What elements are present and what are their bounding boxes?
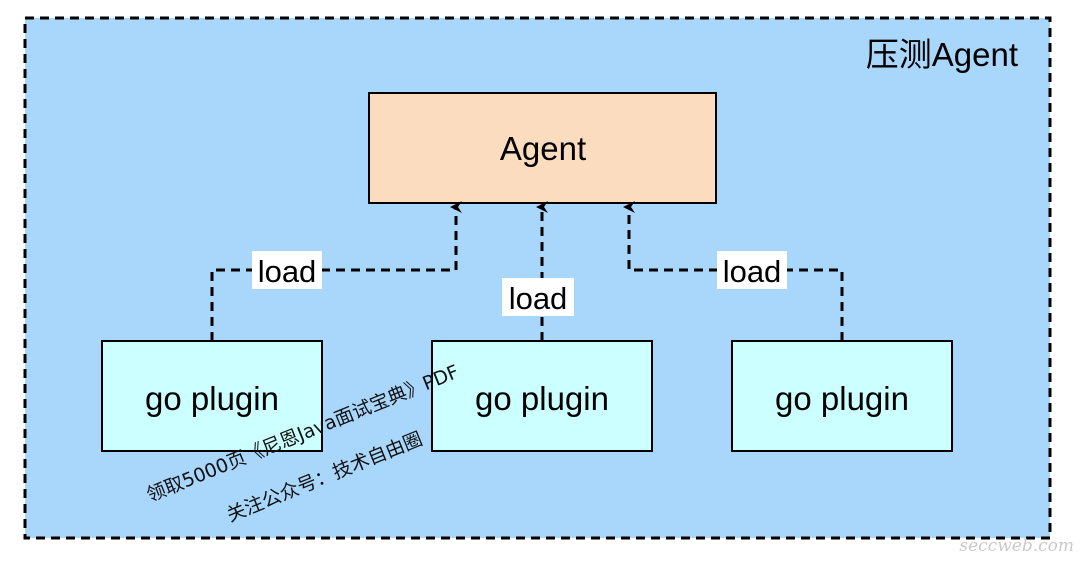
- plugin-node-right: [731, 340, 953, 452]
- plugin-node-center-label: go plugin: [475, 380, 609, 417]
- plugin-node-right-label: go plugin: [775, 380, 909, 417]
- edge-label-right-bg: [717, 251, 787, 289]
- edge-right-to-agent: [623, 201, 844, 341]
- corner-watermark: seccweb.com: [959, 536, 1074, 556]
- plugin-node-left: [101, 340, 323, 452]
- edge-label-right: load: [723, 254, 782, 289]
- edge-label-left: load: [258, 254, 317, 289]
- edge-label-left-bg: [252, 251, 322, 289]
- plugin-node-center: [431, 340, 653, 452]
- edge-label-center: load: [509, 281, 568, 316]
- agent-node-label: Agent: [500, 130, 586, 167]
- container-label: 压测Agent: [866, 36, 1018, 73]
- plugin-node-left-label: go plugin: [145, 380, 279, 417]
- edge-left-to-agent: [210, 201, 462, 341]
- edge-label-center-bg: [502, 278, 574, 316]
- agent-node: [368, 92, 717, 204]
